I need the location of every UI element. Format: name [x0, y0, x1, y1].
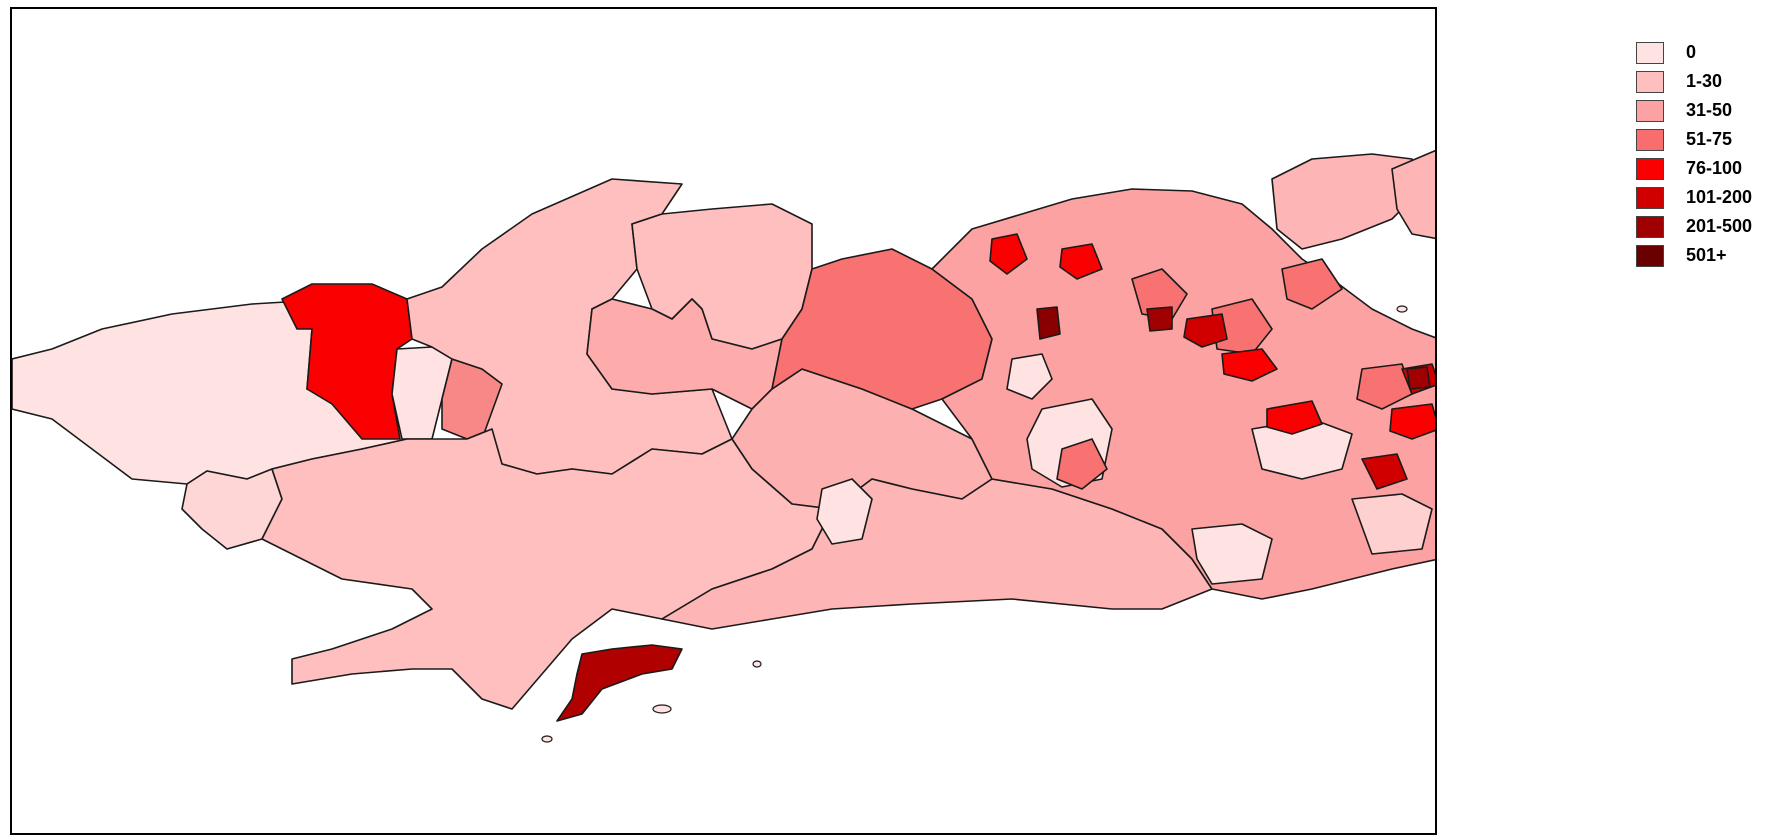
map-legend: 0 1-30 31-50 51-75 76-100 101-200 201-500 501+ — [1636, 38, 1752, 270]
map-region[interactable] — [1191, 523, 1273, 585]
map-region[interactable] — [1221, 348, 1278, 382]
map-region[interactable] — [989, 233, 1028, 275]
choropleth-map[interactable] — [12, 9, 1437, 835]
map-region[interactable] — [1146, 306, 1173, 332]
legend-item: 0 — [1636, 38, 1752, 67]
legend-item: 501+ — [1636, 241, 1752, 270]
map-region[interactable] — [1361, 453, 1408, 490]
island — [1396, 305, 1408, 313]
map-region[interactable] — [661, 478, 1213, 630]
map-region[interactable] — [1356, 363, 1413, 410]
map-region[interactable] — [1406, 366, 1431, 390]
island — [752, 660, 762, 668]
map-region[interactable] — [1281, 258, 1343, 310]
legend-label: 501+ — [1686, 245, 1727, 265]
map-frame — [10, 7, 1437, 835]
legend-item: 1-30 — [1636, 67, 1752, 96]
map-region[interactable] — [586, 298, 783, 410]
legend-label: 0 — [1686, 42, 1697, 62]
map-region[interactable] — [556, 644, 683, 722]
island — [652, 704, 672, 714]
map-region[interactable] — [281, 283, 413, 440]
legend-label: 31-50 — [1686, 100, 1733, 120]
legend-swatch — [1636, 41, 1664, 64]
legend-item: 31-50 — [1636, 96, 1752, 125]
legend-swatch — [1636, 70, 1664, 93]
map-region[interactable] — [1036, 306, 1061, 340]
map-region[interactable] — [1059, 243, 1103, 280]
legend-label: 1-30 — [1686, 71, 1723, 91]
legend-swatch — [1636, 128, 1664, 151]
map-region[interactable] — [1389, 403, 1437, 440]
legend-label: 51-75 — [1686, 129, 1733, 149]
legend-swatch — [1636, 186, 1664, 209]
legend-swatch — [1636, 99, 1664, 122]
legend-label: 76-100 — [1686, 158, 1743, 178]
legend-label: 201-500 — [1686, 216, 1753, 236]
map-region[interactable] — [816, 478, 873, 545]
legend-item: 76-100 — [1636, 154, 1752, 183]
legend-swatch — [1636, 157, 1664, 180]
island — [541, 735, 553, 743]
legend-item: 51-75 — [1636, 125, 1752, 154]
map-region[interactable] — [1183, 313, 1228, 348]
legend-swatch — [1636, 215, 1664, 238]
map-region[interactable] — [1266, 400, 1323, 435]
map-region[interactable] — [1056, 438, 1108, 490]
legend-item: 201-500 — [1636, 212, 1752, 241]
legend-label: 101-200 — [1686, 187, 1753, 207]
map-region[interactable] — [1131, 268, 1188, 320]
map-region[interactable] — [1006, 353, 1053, 400]
map-region[interactable] — [1391, 149, 1437, 240]
map-region[interactable] — [1351, 493, 1433, 555]
legend-item: 101-200 — [1636, 183, 1752, 212]
legend-swatch — [1636, 244, 1664, 267]
